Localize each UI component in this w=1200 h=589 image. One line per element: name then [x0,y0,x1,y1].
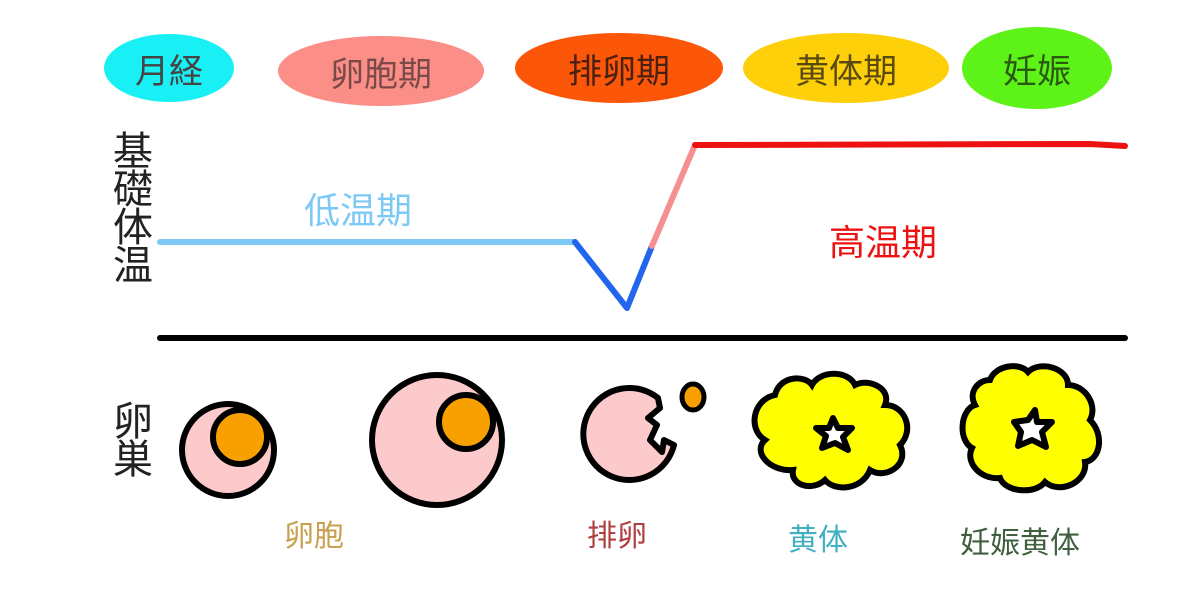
rise-temp-line [649,142,698,249]
egg-small [210,407,270,467]
ruptured-follicle [580,385,677,483]
high-temp-line [692,141,1128,149]
phase-label: 月経 [135,51,203,92]
phase-ovulation-ellipse [515,33,723,103]
pregnancy-corpus-luteum-center [1011,407,1055,450]
ovary-stage-pregnancy-corpus-luteum: 妊娠黄体 [960,526,1080,561]
phase-follicular: 卵胞期 [278,36,484,106]
phase-luteal: 黄体期 [743,33,949,103]
high-temp-label: 高温期 [828,223,938,264]
ovary-stage-follicle: 卵胞 [284,519,344,554]
ovary-axis-label: 卵巣 [106,400,152,476]
phase-ellipses [104,27,1112,109]
corpus-luteum-center [813,415,855,453]
phase-menstruation-ellipse [104,34,234,102]
ovary-stage-corpus-luteum: 黄体 [788,523,848,558]
phase-luteal-ellipse [743,33,949,103]
phase-label: 排卵期 [568,51,670,92]
egg-large [436,392,496,452]
phase-pregnancy-ellipse [962,27,1112,109]
phase-label: 黄体期 [795,51,897,92]
temperature-axis-label: 基礎体温 [106,130,152,282]
phase-follicular-ellipse [278,36,484,106]
phase-label: 卵胞期 [330,54,432,95]
ovary-stage-ovulation: 排卵 [587,519,647,554]
phase-pregnancy: 妊娠 [962,27,1112,109]
released-egg [679,381,707,413]
phase-ovulation: 排卵期 [515,33,723,103]
dip-temp-line [572,239,655,311]
low-temp-label: 低温期 [303,191,413,232]
phase-label: 妊娠 [1003,51,1071,92]
phase-menstruation: 月経 [104,34,234,102]
